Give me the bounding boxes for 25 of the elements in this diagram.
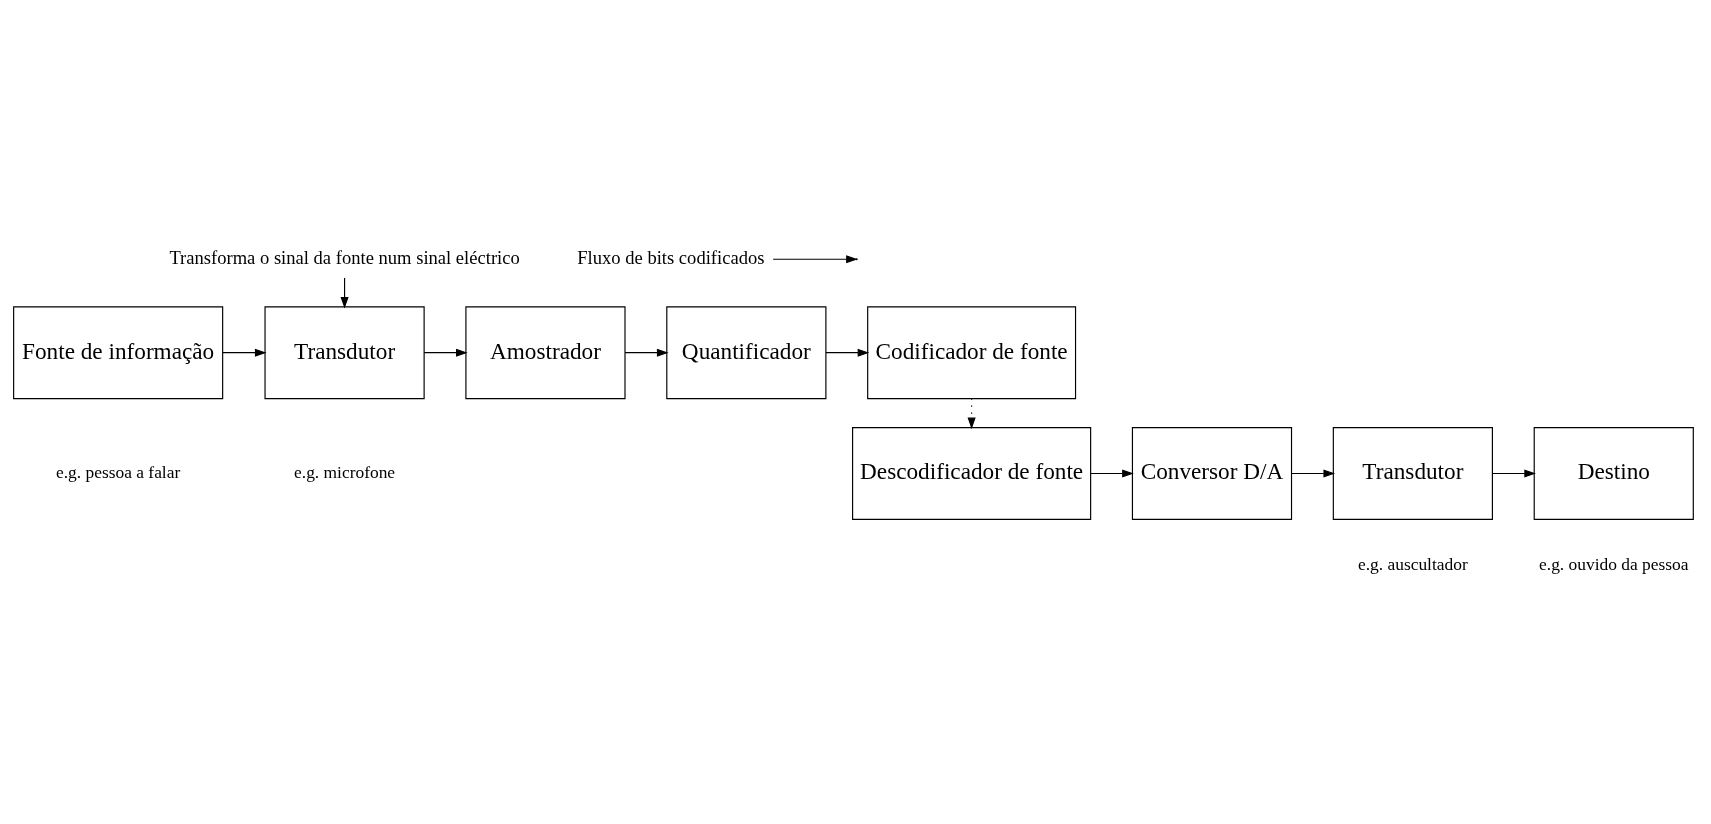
node-box: Quantificador: [666, 305, 827, 399]
node-label: e.g. auscultador: [1358, 553, 1468, 574]
node-box: Conversor D/A: [1131, 426, 1293, 520]
arrow: [772, 254, 858, 263]
arrow: [423, 348, 468, 357]
arrow: [624, 348, 669, 357]
node-label: e.g. microfone: [294, 461, 396, 482]
node-box: Fonte de informação: [13, 305, 224, 399]
node-box: Codificador de fonte: [867, 305, 1077, 399]
arrow: [825, 348, 870, 357]
node-label: e.g. ouvido da pessoa: [1539, 553, 1689, 574]
node-label: e.g. pessoa a falar: [56, 461, 181, 482]
arrow: [1491, 468, 1536, 478]
node-box: Transdutor: [264, 305, 425, 399]
arrow: [340, 276, 349, 308]
node-box: Descodificador de fonte: [852, 426, 1092, 520]
arrow: [967, 397, 976, 429]
node-box: Amostrador: [465, 305, 626, 399]
node-text: Fluxo de bits codificados: [577, 246, 765, 268]
node-text: Transforma o sinal da fonte num sinal eléctrico: [169, 246, 520, 268]
arrow: [222, 348, 267, 357]
arrow: [1291, 468, 1336, 478]
node-box: Transdutor: [1332, 426, 1493, 520]
node-box: Destino: [1533, 426, 1694, 520]
arrow: [1090, 468, 1134, 478]
